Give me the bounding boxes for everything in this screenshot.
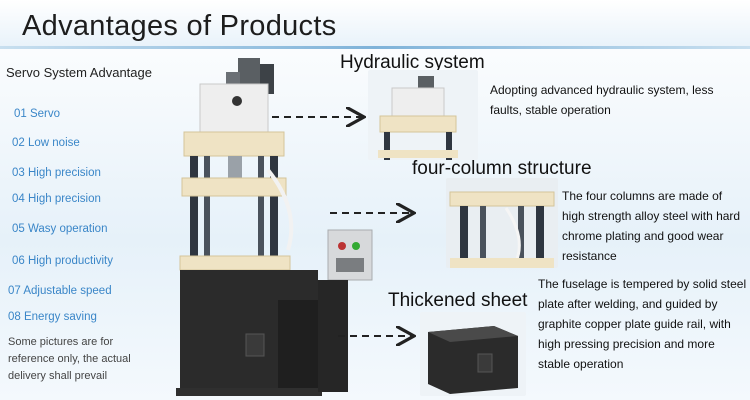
feature-description-column: The four columns are made of high streng… (562, 189, 741, 263)
feature-description-hydraulic: Adopting advanced hydraulic system, less… (490, 83, 714, 117)
advantage-item: 08 Energy saving (8, 311, 97, 323)
title-underline (0, 46, 750, 49)
advantage-item: 02 Low noise (12, 137, 80, 149)
advantage-item: 05 Wasy operation (12, 223, 108, 235)
advantage-item: 07 Adjustable speed (8, 285, 112, 297)
advantage-item: 01 Servo (14, 108, 61, 120)
disclaimer-note: Some pictures are for reference only, th… (8, 336, 131, 382)
feature-heading-hydraulic: Hydraulic system (340, 52, 485, 73)
advantage-item: 03 High precision (12, 167, 101, 179)
page-title: Advantages of Products (22, 10, 337, 42)
advantage-item: 04 High precision (12, 193, 101, 205)
feature-description-sheet: The fuselage is tempered by solid steel … (538, 277, 747, 371)
hydraulic-system-image (368, 70, 478, 160)
four-column-structure-image (446, 178, 558, 268)
title-bar (0, 0, 750, 48)
servo-advantage-heading: Servo System Advantage (6, 65, 152, 80)
feature-heading-column: four-column structure (412, 158, 592, 179)
hydraulic-press-machine-image (176, 58, 373, 396)
thickened-sheet-image (420, 312, 526, 396)
feature-heading-sheet: Thickened sheet (388, 290, 528, 311)
advantage-item: 06 High productivity (12, 255, 113, 267)
